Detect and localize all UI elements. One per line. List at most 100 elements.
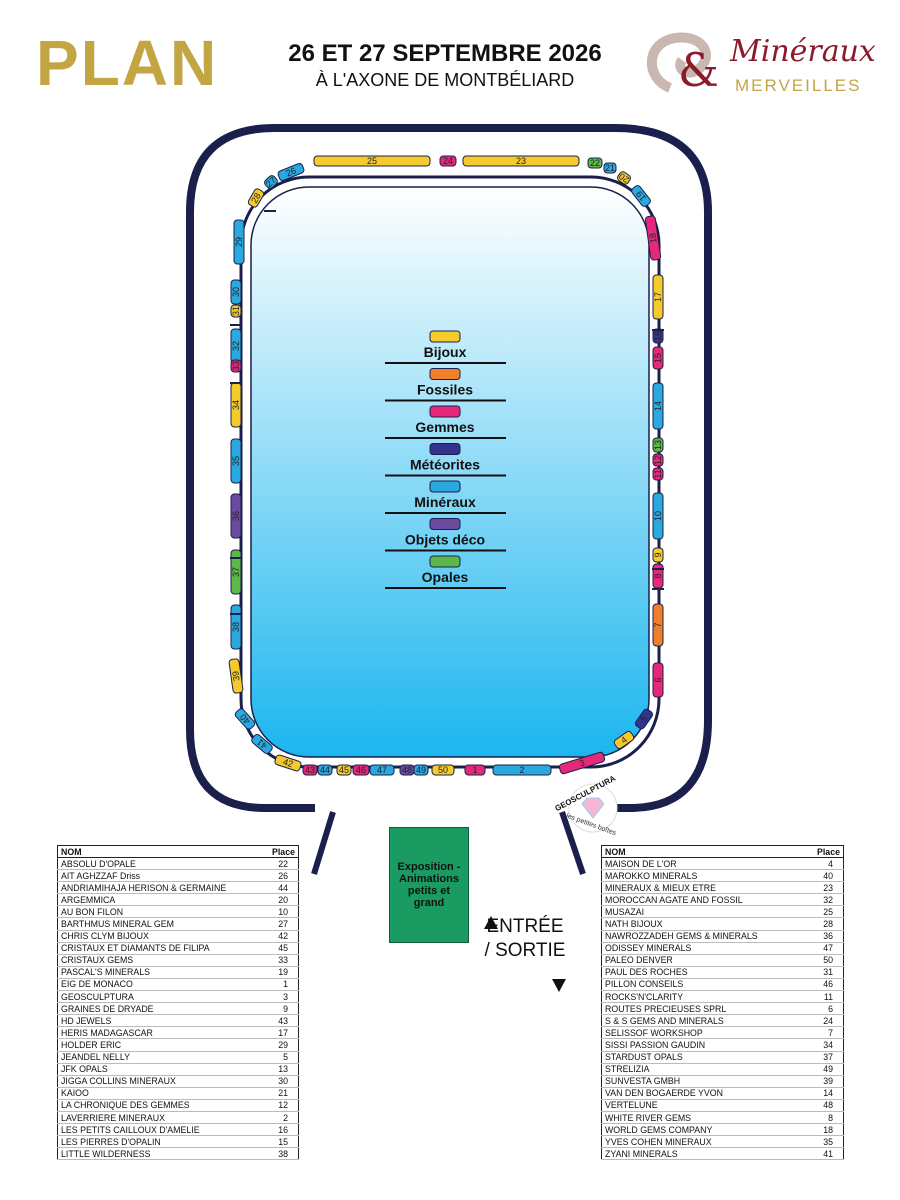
stand-shape [230, 304, 242, 318]
stand-shape [317, 764, 333, 776]
stand-shape [228, 658, 244, 694]
stand-7[interactable]: 7 [652, 603, 664, 647]
stand-12[interactable]: 12 [652, 453, 664, 467]
stand-49[interactable]: 49 [413, 764, 429, 776]
stand-shape [613, 730, 635, 750]
stand-shape [233, 219, 245, 265]
stand-50[interactable]: 50 [431, 764, 455, 776]
exhibitor-place: 15 [229, 1135, 299, 1149]
exhibitor-name: KAIOO [57, 1087, 230, 1100]
stand-40[interactable]: 40 [234, 707, 256, 730]
stand-28[interactable]: 28 [247, 188, 265, 209]
stand-31[interactable]: 31 [230, 304, 242, 318]
legend-swatch [429, 555, 461, 568]
logo-script-text: Minéraux [730, 34, 876, 69]
stand-42[interactable]: 42 [274, 754, 302, 772]
stand-3[interactable]: 3 [558, 751, 606, 775]
stand-5[interactable]: 5 [634, 708, 654, 730]
stand-46[interactable]: 46 [352, 764, 370, 776]
stand-shape [230, 359, 242, 373]
stand-shape [652, 346, 664, 370]
stand-44[interactable]: 44 [317, 764, 333, 776]
exhibitor-name: VERTELUNE [601, 1099, 770, 1112]
stand-35[interactable]: 35 [230, 438, 242, 484]
stand-22[interactable]: 22 [587, 157, 603, 169]
stand-30[interactable]: 30 [230, 279, 242, 305]
stand-34[interactable]: 34 [230, 382, 242, 428]
stand-8[interactable]: 8 [652, 563, 664, 589]
exhibitor-name: GRAINES DE DRYADE [57, 1002, 230, 1016]
stand-48[interactable]: 48 [399, 764, 415, 776]
stand-shape [230, 604, 242, 650]
exhibitor-name: EIG DE MONACO [57, 978, 230, 992]
stand-29[interactable]: 29 [233, 219, 245, 265]
stand-10[interactable]: 10 [652, 492, 664, 540]
stand-16[interactable]: 16 [652, 328, 664, 344]
stand-27[interactable]: 27 [263, 174, 279, 189]
stand-shape [462, 155, 580, 167]
stand-37[interactable]: 37 [230, 549, 242, 595]
stand-38[interactable]: 38 [230, 604, 242, 650]
exhibitor-name: MUSAZAI [601, 905, 770, 919]
stand-number: 23 [516, 156, 526, 166]
stand-14[interactable]: 14 [652, 382, 664, 430]
stand-33[interactable]: 33 [230, 359, 242, 373]
stand-39[interactable]: 39 [228, 658, 244, 694]
stand-41[interactable]: 41 [250, 733, 273, 755]
exhibitor-place: 24 [770, 1014, 844, 1028]
exhibitor-name: NATH BIJOUX [601, 917, 770, 931]
stand-number: 14 [653, 401, 663, 411]
exhibitor-place: 44 [229, 881, 299, 895]
ammonite-icon: & [646, 32, 719, 97]
stand-15[interactable]: 15 [652, 346, 664, 370]
stand-25[interactable]: 25 [313, 155, 431, 167]
stand-18[interactable]: 18 [644, 215, 662, 261]
stand-24[interactable]: 24 [439, 155, 457, 167]
exhibitor-place: 18 [770, 1123, 844, 1137]
stand-shape [234, 708, 256, 730]
stand-26[interactable]: 26 [277, 162, 305, 181]
stand-32[interactable]: 32 [230, 328, 242, 364]
exposition-label: Exposition - Animations petits et grand [397, 861, 461, 909]
stand-number: 21 [605, 163, 615, 173]
exhibitor-name: STRELIZIA [601, 1063, 770, 1076]
stand-11[interactable]: 11 [652, 467, 664, 481]
stand-13[interactable]: 13 [652, 437, 664, 453]
arrow-down-icon [552, 979, 566, 992]
exhibitor-place: 38 [229, 1147, 299, 1161]
stand-6[interactable]: 6 [652, 662, 664, 698]
stand-43[interactable]: 43 [302, 764, 318, 776]
exhibitor-place: 4 [770, 857, 844, 871]
stand-47[interactable]: 47 [369, 764, 395, 776]
exhibitor-place: 9 [229, 1002, 299, 1016]
stand-20[interactable]: 20 [616, 170, 632, 185]
stand-45[interactable]: 45 [336, 764, 352, 776]
stand-number: 13 [653, 440, 663, 450]
stand-36[interactable]: 36 [230, 493, 242, 539]
exhibitor-name: MAISON DE L'OR [601, 857, 770, 871]
column-header-place: Place [770, 845, 844, 858]
stand-1[interactable]: 1 [464, 764, 486, 776]
event-venue: À L'AXONE DE MONTBÉLIARD [315, 70, 575, 90]
stand-19[interactable]: 19 [630, 184, 651, 207]
stand-number: 50 [438, 765, 448, 775]
stand-23[interactable]: 23 [462, 155, 580, 167]
stand-shape [634, 708, 654, 730]
exhibitor-name: JIGGA COLLINS MINERAUX [57, 1075, 230, 1088]
stand-17[interactable]: 17 [652, 274, 664, 320]
stand-21[interactable]: 21 [603, 162, 617, 174]
stand-9[interactable]: 9 [652, 547, 664, 563]
legend-item: Objets déco [385, 518, 506, 552]
stand-2[interactable]: 2 [492, 764, 552, 776]
stand-4[interactable]: 4 [613, 730, 635, 750]
exhibitor-name: BARTHMUS MINERAL GEM [57, 917, 230, 931]
